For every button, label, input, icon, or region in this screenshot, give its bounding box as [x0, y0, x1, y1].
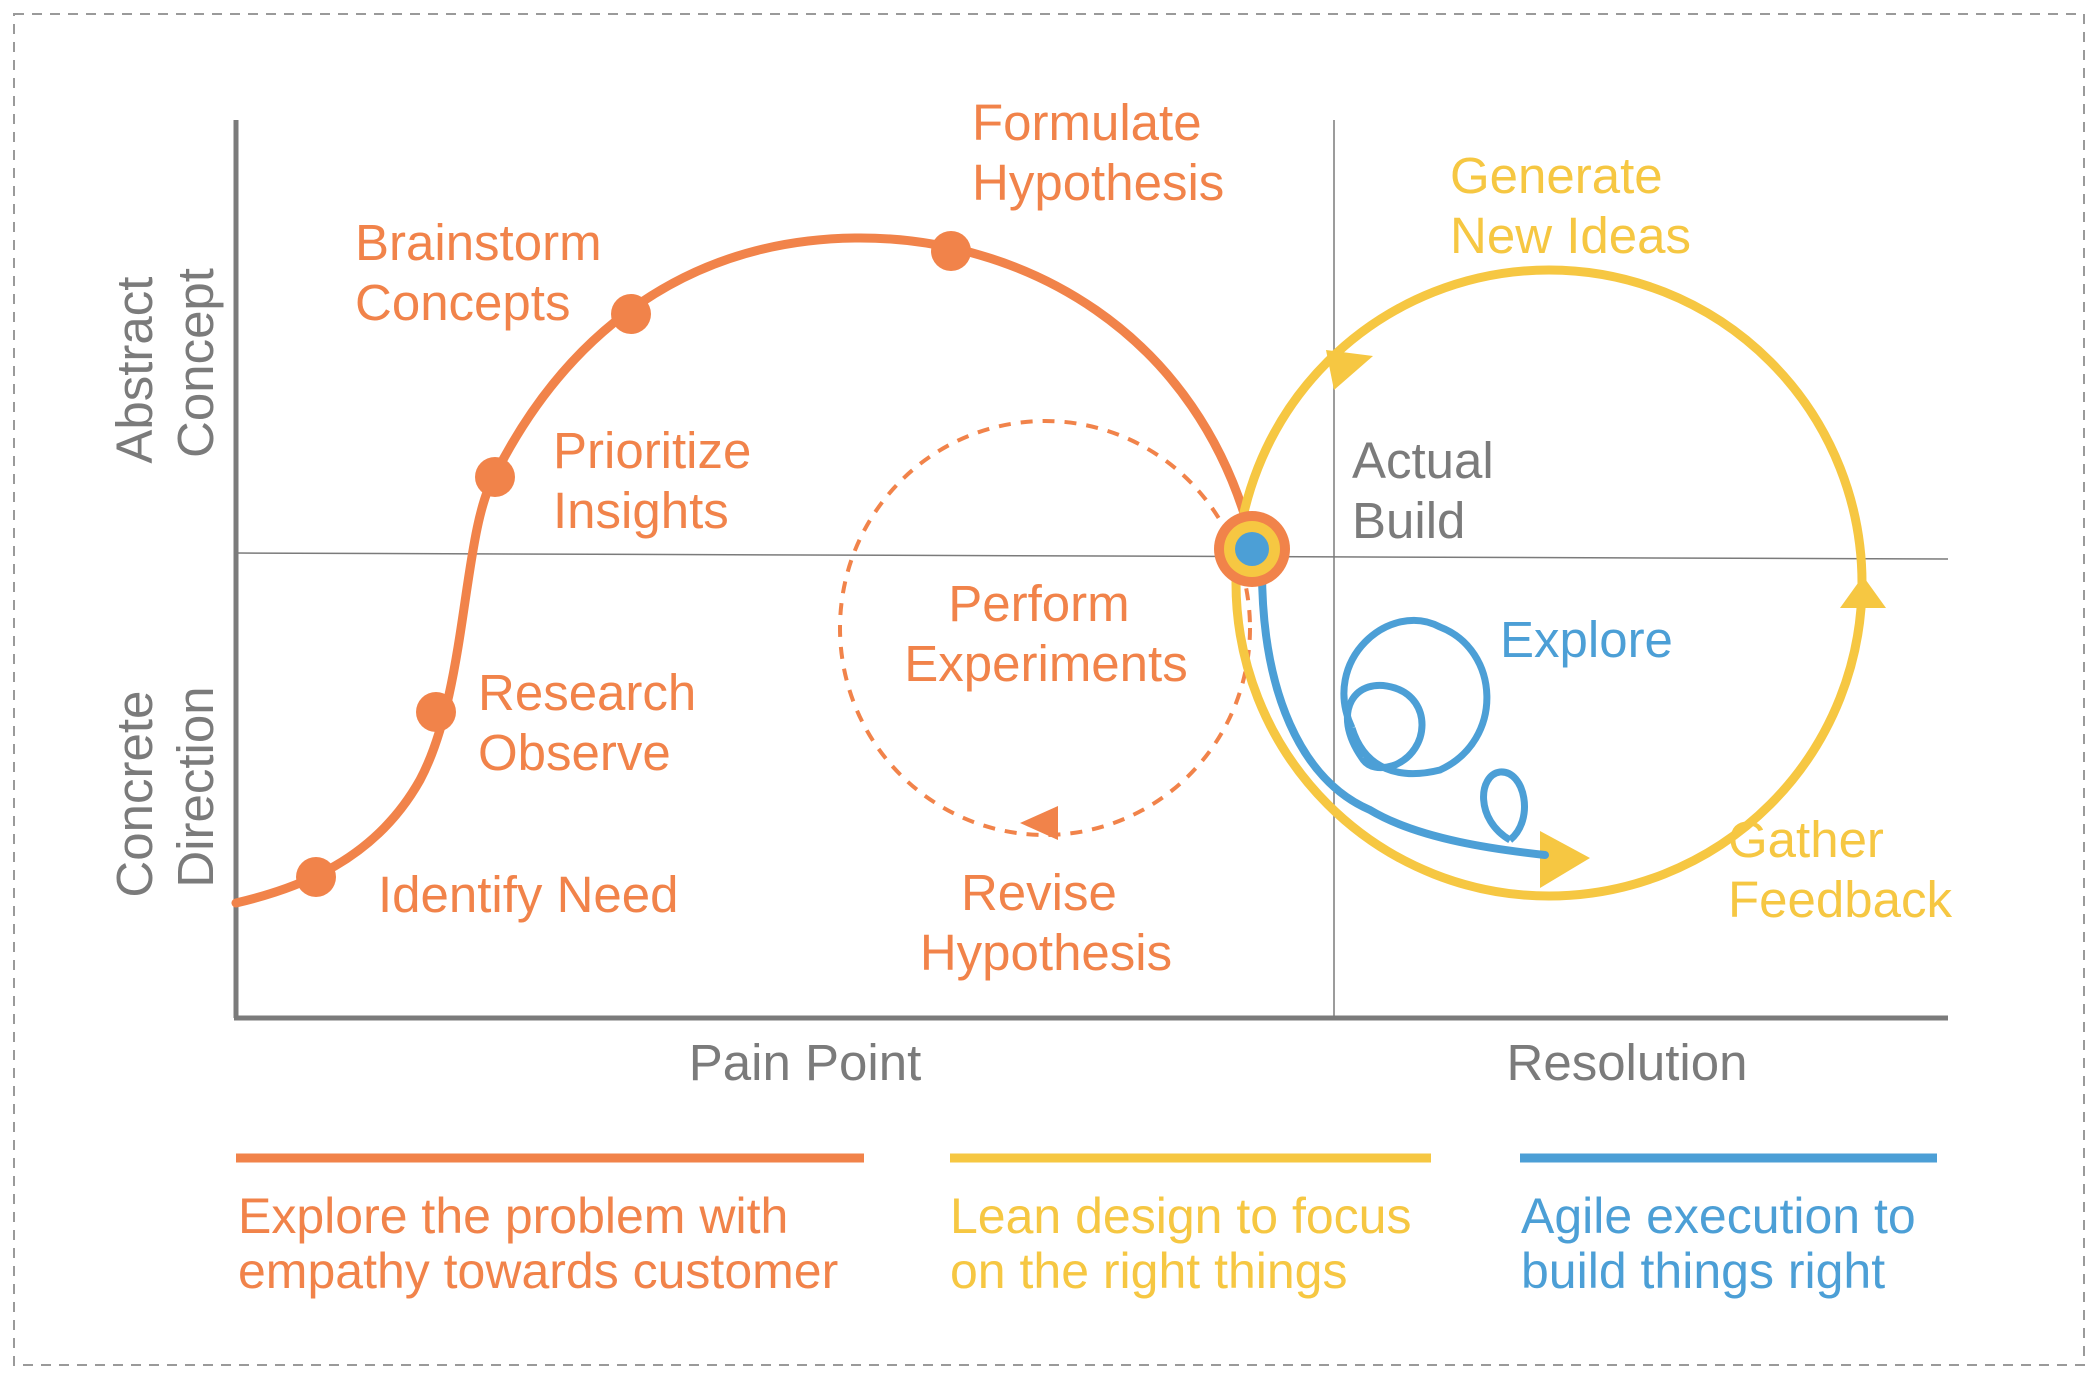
actual-build-label: Actual Build — [1352, 432, 1508, 549]
lean-arrow-top — [1326, 350, 1373, 390]
actual-build-line-1: Actual — [1352, 432, 1494, 489]
perform-line-1: Perform — [948, 575, 1129, 632]
brainstorm-concepts-dot — [611, 294, 651, 334]
gather-line-2: Feedback — [1728, 871, 1952, 928]
y-axis-label-abstract: Abstract Concept — [106, 262, 224, 463]
legend-yellow-line-2: on the right things — [950, 1243, 1348, 1299]
legend-blue-line-2: build things right — [1521, 1243, 1885, 1299]
identify-need-label: Identify Need — [378, 866, 679, 923]
revise-line-1: Revise — [961, 864, 1117, 921]
concrete-line-2: Direction — [167, 686, 224, 887]
horizontal-divider — [235, 552, 1949, 560]
legend-text-yellow: Lean design to focus on the right things — [950, 1188, 1425, 1299]
explore-loop-tiny — [1480, 768, 1528, 844]
dashed-frame — [13, 13, 2085, 1366]
formulate-line-1: Formulate — [972, 94, 1202, 151]
gather-line-1: Gather — [1728, 811, 1884, 868]
explore-loop-small — [1343, 681, 1426, 772]
legend-yellow-line-1: Lean design to focus — [950, 1188, 1411, 1244]
abstract-line-2: Concept — [167, 268, 224, 458]
experiment-loop — [838, 419, 1252, 837]
revise-line-2: Hypothesis — [920, 924, 1172, 981]
explore-label: Explore — [1500, 611, 1673, 668]
brainstorm-line-2: Concepts — [355, 274, 570, 331]
explore-loop-large — [1340, 617, 1491, 778]
abstract-line-1: Abstract — [106, 277, 163, 464]
perform-experiments-label: Perform Experiments — [904, 575, 1187, 692]
generate-new-ideas-label: Generate New Ideas — [1450, 147, 1691, 264]
revise-hypothesis-label: Revise Hypothesis — [920, 864, 1172, 981]
research-observe-label: Research Observe — [478, 664, 710, 781]
y-axis-label-concrete: Concrete Direction — [106, 676, 224, 897]
agile-path — [1258, 566, 1549, 859]
research-observe-dot — [416, 692, 456, 732]
legend-blue-line-1: Agile execution to — [1521, 1188, 1916, 1244]
prioritize-insights-label: Prioritize Insights — [553, 422, 766, 539]
formulate-hypothesis-label: Formulate Hypothesis — [972, 94, 1224, 211]
formulate-line-2: Hypothesis — [972, 154, 1224, 211]
legend-text-orange: Explore the problem with empathy towards… — [238, 1188, 838, 1299]
brainstorm-concepts-label: Brainstorm Concepts — [355, 214, 616, 331]
legend-orange-line-2: empathy towards customer — [238, 1243, 838, 1299]
legend-text-blue: Agile execution to build things right — [1521, 1188, 1930, 1299]
gather-feedback-label: Gather Feedback — [1728, 811, 1952, 928]
brainstorm-line-1: Brainstorm — [355, 214, 602, 271]
actual-build-line-2: Build — [1352, 492, 1465, 549]
prioritize-line-2: Insights — [553, 482, 729, 539]
research-line-2: Observe — [478, 724, 671, 781]
x-axis-label-resolution: Resolution — [1507, 1034, 1748, 1091]
prioritize-line-1: Prioritize — [553, 422, 751, 479]
perform-line-2: Experiments — [904, 635, 1187, 692]
prioritize-insights-dot — [475, 457, 515, 497]
research-line-1: Research — [478, 664, 696, 721]
concrete-line-1: Concrete — [106, 691, 163, 898]
formulate-hypothesis-dot — [931, 231, 971, 271]
generate-line-2: New Ideas — [1450, 207, 1691, 264]
legend-orange-line-1: Explore the problem with — [238, 1188, 788, 1244]
x-axis-label-pain-point: Pain Point — [689, 1034, 922, 1091]
discovery-curve — [231, 233, 1258, 908]
generate-line-1: Generate — [1450, 147, 1663, 204]
lean-arrow-right — [1840, 576, 1886, 608]
experiment-loop-arrow — [1020, 806, 1058, 840]
identify-need-dot — [296, 857, 336, 897]
build-node-core — [1235, 532, 1269, 566]
lean-arrow-bottom — [1540, 831, 1590, 888]
